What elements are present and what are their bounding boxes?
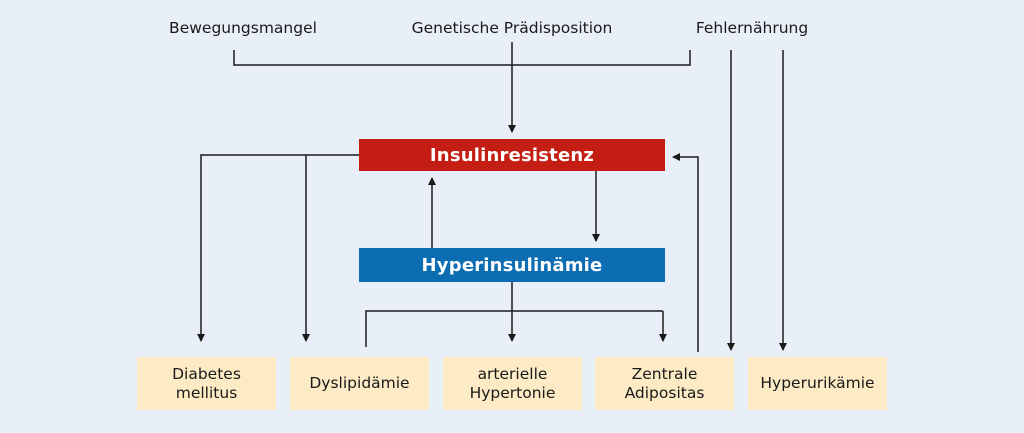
connector-hyperinsulinaemie-to-dyslipidaemie <box>365 310 663 347</box>
causes-bracket-line <box>233 50 691 66</box>
outcome-arterielle-hypertonie: arterielle Hypertonie <box>443 357 582 410</box>
cause-bewegungsmangel: Bewegungsmangel <box>169 19 317 37</box>
outcome-diabetes-label: Diabetes mellitus <box>172 364 241 402</box>
outcome-zentrale-adipositas: Zentrale Adipositas <box>595 357 734 410</box>
insulinresistenz-box: Insulinresistenz <box>359 139 665 171</box>
insulinresistenz-label: Insulinresistenz <box>429 144 595 166</box>
hyperinsulinaemie-box: Hyperinsulinämie <box>359 248 665 282</box>
arrow-adipositas-to-insulinresistenz <box>672 153 699 352</box>
outcome-hyperurikaemie-label: Hyperurikämie <box>760 374 875 392</box>
outcome-adipositas-label: Zentrale Adipositas <box>624 364 705 402</box>
arrow-insulinresistenz-to-diabetes <box>197 154 359 342</box>
cause-genetische-praedisposition: Genetische Prädisposition <box>411 19 613 37</box>
outcome-hyperurikaemie: Hyperurikämie <box>748 357 887 410</box>
outcome-diabetes-mellitus: Diabetes mellitus <box>137 357 276 410</box>
outcome-dyslipidaemie: Dyslipidämie <box>290 357 429 410</box>
outcome-hypertonie-label: arterielle Hypertonie <box>469 364 556 402</box>
hyperinsulinaemie-label: Hyperinsulinämie <box>421 254 603 276</box>
cause-fehlernaehrung: Fehlernährung <box>695 19 809 37</box>
outcome-dyslipidaemie-label: Dyslipidämie <box>309 374 410 392</box>
